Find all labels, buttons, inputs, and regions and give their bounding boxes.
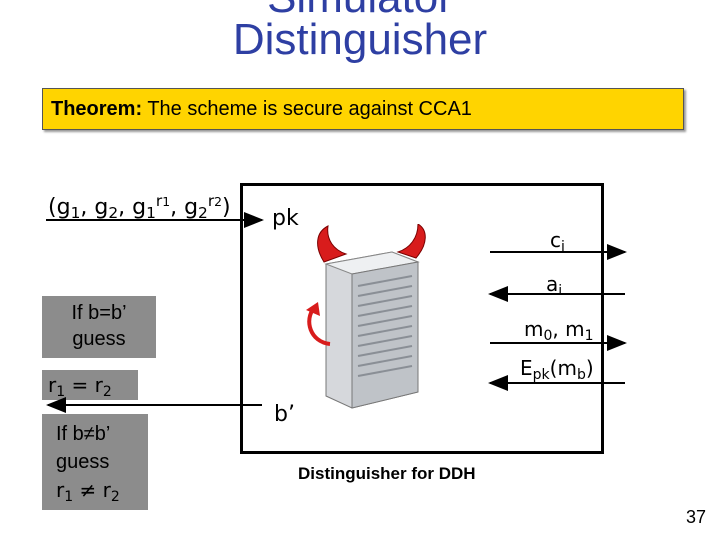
distinguisher-box xyxy=(240,183,604,454)
m-label: m0, m1 xyxy=(524,317,594,344)
r-equal-box: r1 = r2 xyxy=(42,370,138,400)
distinguisher-caption: Distinguisher for DDH xyxy=(298,464,476,483)
ci-label: ci xyxy=(550,228,565,255)
slide-number: 37 xyxy=(685,507,706,527)
slide-title: Distinguisher xyxy=(232,15,488,64)
theorem-label: Theorem: xyxy=(51,98,143,120)
server-devil-icon xyxy=(306,224,426,409)
guess-notequal-box: If b≠b’guess r1 ≠ r2 xyxy=(42,414,148,510)
slide-title-top: Simulator xyxy=(0,0,720,20)
pk-label: pk xyxy=(272,206,299,231)
ai-label: ai xyxy=(546,272,563,299)
guess-equal-box: If b=b’guess xyxy=(42,296,156,358)
theorem-text: The scheme is secure against CCA1 xyxy=(142,98,472,120)
ddh-tuple: (g1, g2, g1r1, g2r2) xyxy=(48,192,231,222)
bprime-label: b’ xyxy=(274,402,295,427)
theorem-box: Theorem: The scheme is secure against CC… xyxy=(42,88,684,130)
e-label: Epk(mb) xyxy=(520,356,594,383)
